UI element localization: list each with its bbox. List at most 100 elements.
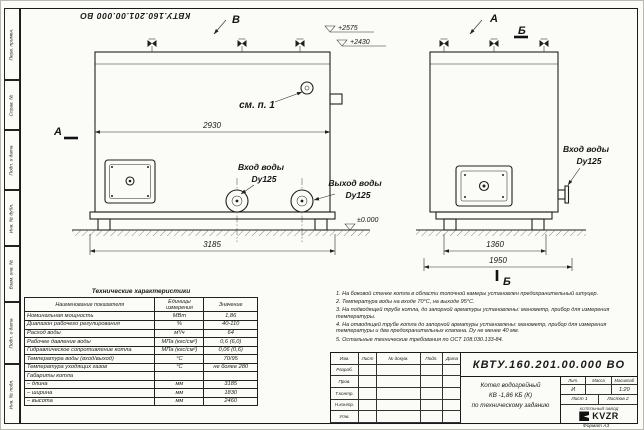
- tb-product-line: Котел водогрейный: [480, 382, 541, 389]
- view-mark-v: В: [232, 14, 240, 26]
- spec-cell-units: %: [154, 319, 205, 330]
- margin-label: Инв. № подл.: [4, 364, 20, 424]
- spec-table-title: Технические характеристики: [91, 288, 191, 295]
- margin-label-text: Инв. № подл.: [9, 379, 15, 409]
- tb-mass-label: Масса: [586, 377, 612, 385]
- tb-scale-value: 1:20: [611, 385, 637, 395]
- spec-cell-units: МВт: [154, 311, 205, 321]
- spec-cell-units: мм: [154, 396, 205, 407]
- dimension-depth-inner: 1360: [486, 240, 504, 249]
- side-view: 1360 1950 А Б Б Вход воды Dy125: [416, 13, 610, 288]
- section-mark-b-bottom: Б: [503, 276, 511, 288]
- tb-role: Т.контр.: [331, 388, 359, 400]
- tb-sheets-total: Листов 2: [599, 395, 637, 405]
- spec-cell-units: [154, 371, 205, 381]
- spec-cell-units: МПа (кгс/см²): [154, 345, 205, 356]
- spec-cell-name: Температура уходящих газов: [23, 362, 156, 373]
- tb-product-line: КВ -1,86 КБ (К): [488, 391, 533, 399]
- dimension-width: 2930: [202, 121, 221, 130]
- access-door-side: [455, 165, 513, 207]
- margin-label-text: Инв. № дубл.: [9, 203, 15, 233]
- tb-lit-value: И: [561, 385, 587, 395]
- side-inlet-label-line1: Вход воды: [563, 144, 610, 154]
- dimension-length: 3185: [203, 240, 221, 249]
- tb-header-cell: Изм.: [331, 353, 359, 365]
- tb-company-cell: КОТЕЛЬНЫЙ ЗАВОД KVZR: [561, 405, 637, 423]
- outlet-label-line1: Выход воды: [328, 178, 382, 188]
- base-frame-side: [435, 211, 553, 220]
- tb-product-name: Котел водогрейный КВ -1,86 КБ (К) по тех…: [461, 377, 561, 423]
- spec-cell-units: мм: [154, 388, 205, 398]
- valve-icon: [237, 38, 247, 53]
- tb-lit-label: Лит.: [561, 377, 587, 385]
- spec-row: Диапазон рабочего регулирования%40-110: [23, 319, 258, 330]
- spec-cell-units: м³/ч: [154, 328, 205, 339]
- spec-header-name: Наименование показателя: [23, 296, 156, 313]
- spec-cell-units: °С: [154, 362, 205, 373]
- inlet-pipe-side: [557, 189, 566, 200]
- technical-drawing: 2930 3185 +2575 +2430 ±0.000 В А см. п. …: [53, 13, 610, 288]
- spec-cell-units: °С: [154, 354, 205, 364]
- tb-scale-label: Масштаб: [611, 377, 637, 385]
- spec-cell-value: 3185: [203, 379, 258, 390]
- tb-mass-value: [586, 385, 612, 395]
- dimension-depth-overall: 1950: [489, 256, 507, 265]
- note-item: 3. На подводящей трубе котла, до запорно…: [336, 307, 610, 320]
- spec-cell-name: Расход воды: [23, 328, 156, 339]
- tb-header-cell: Лист: [359, 353, 377, 365]
- tb-header-cell: Дата: [443, 353, 461, 365]
- title-block: Изм. Лист № докум. Подп. Дата Разраб. Пр…: [330, 352, 638, 424]
- valve-icon: [539, 38, 549, 53]
- note-item: 4. На отводящей трубе котла до запорной …: [336, 321, 607, 335]
- spec-cell-value: 2460: [203, 396, 258, 407]
- spec-row: Габариты котла: [23, 371, 258, 381]
- spec-cell-name: Габариты котла: [23, 371, 156, 381]
- side-stub: [329, 93, 343, 105]
- title-block-signatures: Изм. Лист № докум. Подп. Дата Разраб. Пр…: [331, 353, 461, 423]
- spec-cell-units: мм: [154, 379, 205, 390]
- margin-label: Взам. инв. №: [4, 246, 20, 302]
- spec-cell-name: Диапазон рабочего регулирования: [23, 319, 156, 330]
- see-note-label: см. п. 1: [239, 100, 275, 111]
- spec-cell-value: [203, 371, 258, 381]
- spec-cell-value: 40-110: [203, 319, 258, 330]
- tb-header-cell: № докум.: [377, 353, 421, 365]
- tb-logo-text: KVZR: [592, 410, 619, 421]
- margin-label: Подп. и дата: [4, 130, 20, 190]
- valve-icon: [295, 38, 305, 53]
- spec-cell-value: 0,06 (0,6): [203, 345, 258, 356]
- margin-label-text: Справ. №: [9, 94, 15, 116]
- margin-label-text: Взам. инв. №: [9, 259, 15, 289]
- inlet-label-line1: Вход воды: [238, 162, 285, 172]
- section-mark-b-top: Б: [518, 25, 526, 37]
- tb-role: Н.контр.: [331, 399, 359, 412]
- tb-product-line: по техническому заданию: [471, 401, 550, 409]
- margin-label-text: Подп. и дата: [9, 144, 15, 176]
- spec-cell-value: 1,86: [203, 311, 258, 321]
- spec-cell-name: Гидравлическое сопротивление котла: [23, 345, 156, 356]
- valve-icon: [147, 38, 157, 53]
- spec-cell-units: МПа (кгс/см²): [154, 337, 205, 347]
- notes-block: 1. На боковой стенке котла в области топ…: [336, 291, 636, 345]
- tb-role: Пров.: [331, 376, 359, 388]
- tb-sheet-number: Лист 1: [561, 395, 599, 405]
- spec-cell-name: Номинальная мощность: [23, 311, 156, 321]
- view-mark-a: А: [489, 13, 498, 25]
- base-frame: [89, 211, 336, 220]
- spec-table: Наименование показателя Единицы измерени…: [23, 296, 258, 407]
- spec-cell-name: – длина: [23, 379, 156, 390]
- sheet-frame: [20, 8, 638, 424]
- tb-header-cell: Подп.: [421, 353, 443, 365]
- elevation-mid: +2430: [350, 39, 370, 46]
- margin-label: Инв. № дубл.: [4, 190, 20, 246]
- margin-label-text: Подп. и дата: [9, 317, 15, 349]
